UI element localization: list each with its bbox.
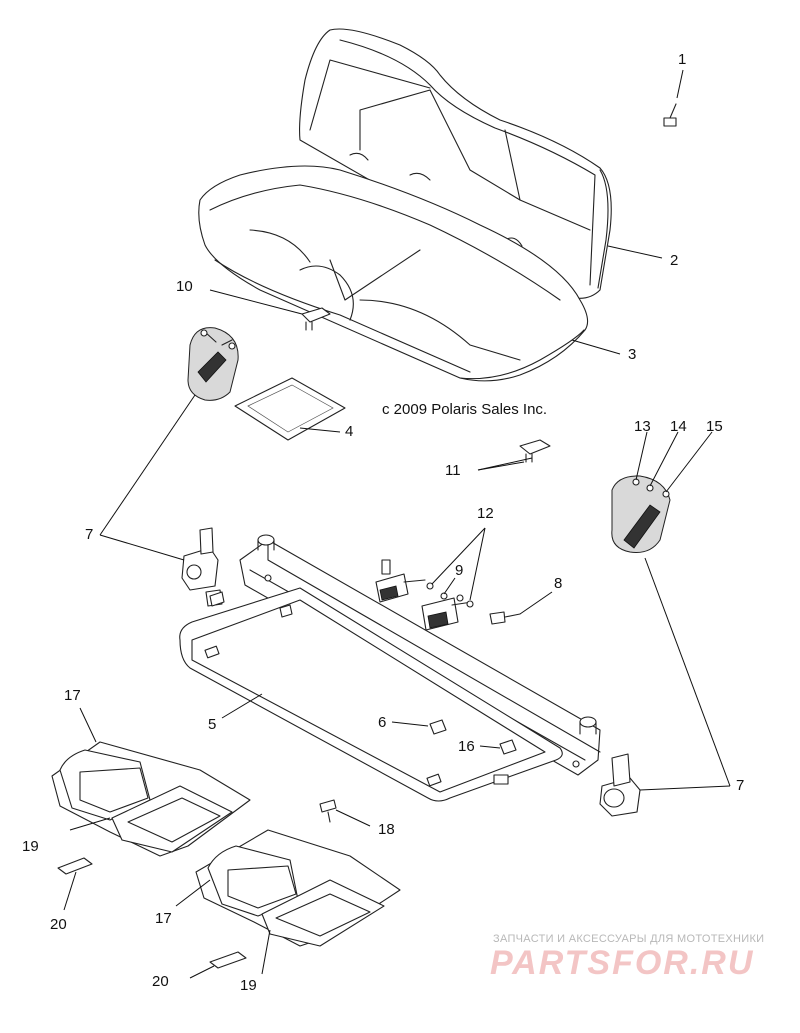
watermark-logo: PARTSFOR.RU bbox=[490, 944, 755, 982]
callout-17-right: 17 bbox=[155, 910, 172, 927]
callout-11: 11 bbox=[445, 462, 461, 479]
frame-nut bbox=[209, 591, 293, 618]
part-20-label-right bbox=[189, 951, 247, 979]
part-10-clip bbox=[209, 289, 331, 331]
copyright-text: c 2009 Polaris Sales Inc. bbox=[382, 401, 548, 418]
callout-14: 14 bbox=[670, 418, 687, 435]
leader-2 bbox=[607, 245, 663, 259]
watermark-subtitle: ЗАПЧАСТИ И АКСЕССУАРЫ ДЛЯ МОТОТЕХНИКИ bbox=[493, 933, 765, 945]
callout-1: 1 bbox=[678, 51, 687, 68]
part-16-nut bbox=[479, 739, 517, 755]
storage-tray-left bbox=[51, 707, 251, 857]
callout-9: 9 bbox=[455, 562, 464, 579]
callout-20-right: 20 bbox=[152, 973, 169, 990]
callout-15: 15 bbox=[706, 418, 723, 435]
callout-6: 6 bbox=[378, 714, 387, 731]
seat-cushion bbox=[198, 165, 589, 382]
part-20-label-left bbox=[57, 857, 93, 911]
callout-16: 16 bbox=[458, 738, 475, 755]
part-1-screw bbox=[663, 69, 684, 127]
callout-7-left: 7 bbox=[85, 526, 94, 543]
left-buckle-pad bbox=[187, 327, 239, 401]
callout-4: 4 bbox=[345, 423, 354, 440]
part-8-bolt bbox=[489, 591, 553, 625]
seat-base-frame bbox=[179, 587, 563, 802]
part-11-clip bbox=[477, 439, 551, 471]
callout-5: 5 bbox=[208, 716, 217, 733]
left-belt-retractor bbox=[99, 394, 223, 607]
part-18-rivet bbox=[319, 799, 371, 827]
callout-10: 10 bbox=[176, 278, 193, 295]
callout-19-right: 19 bbox=[240, 977, 257, 994]
callout-3: 3 bbox=[628, 346, 637, 363]
callout-8: 8 bbox=[554, 575, 563, 592]
callout-7-right: 7 bbox=[736, 777, 745, 794]
storage-tray-right bbox=[175, 829, 401, 975]
leader-3 bbox=[571, 339, 621, 355]
leader-9 bbox=[443, 577, 456, 595]
seat-backrest bbox=[299, 28, 612, 299]
right-belt-retractor bbox=[599, 557, 731, 817]
callout-12: 12 bbox=[477, 505, 494, 522]
callout-2: 2 bbox=[670, 252, 679, 269]
part-4-pad bbox=[234, 377, 346, 441]
callout-17-left: 17 bbox=[64, 687, 81, 704]
callout-19-left: 19 bbox=[22, 838, 39, 855]
right-buckle-pad bbox=[611, 431, 713, 553]
part-6-nut bbox=[391, 719, 447, 735]
callout-13: 13 bbox=[634, 418, 651, 435]
callout-20-left: 20 bbox=[50, 916, 67, 933]
callout-18: 18 bbox=[378, 821, 395, 838]
part-12-buckles bbox=[375, 527, 486, 631]
